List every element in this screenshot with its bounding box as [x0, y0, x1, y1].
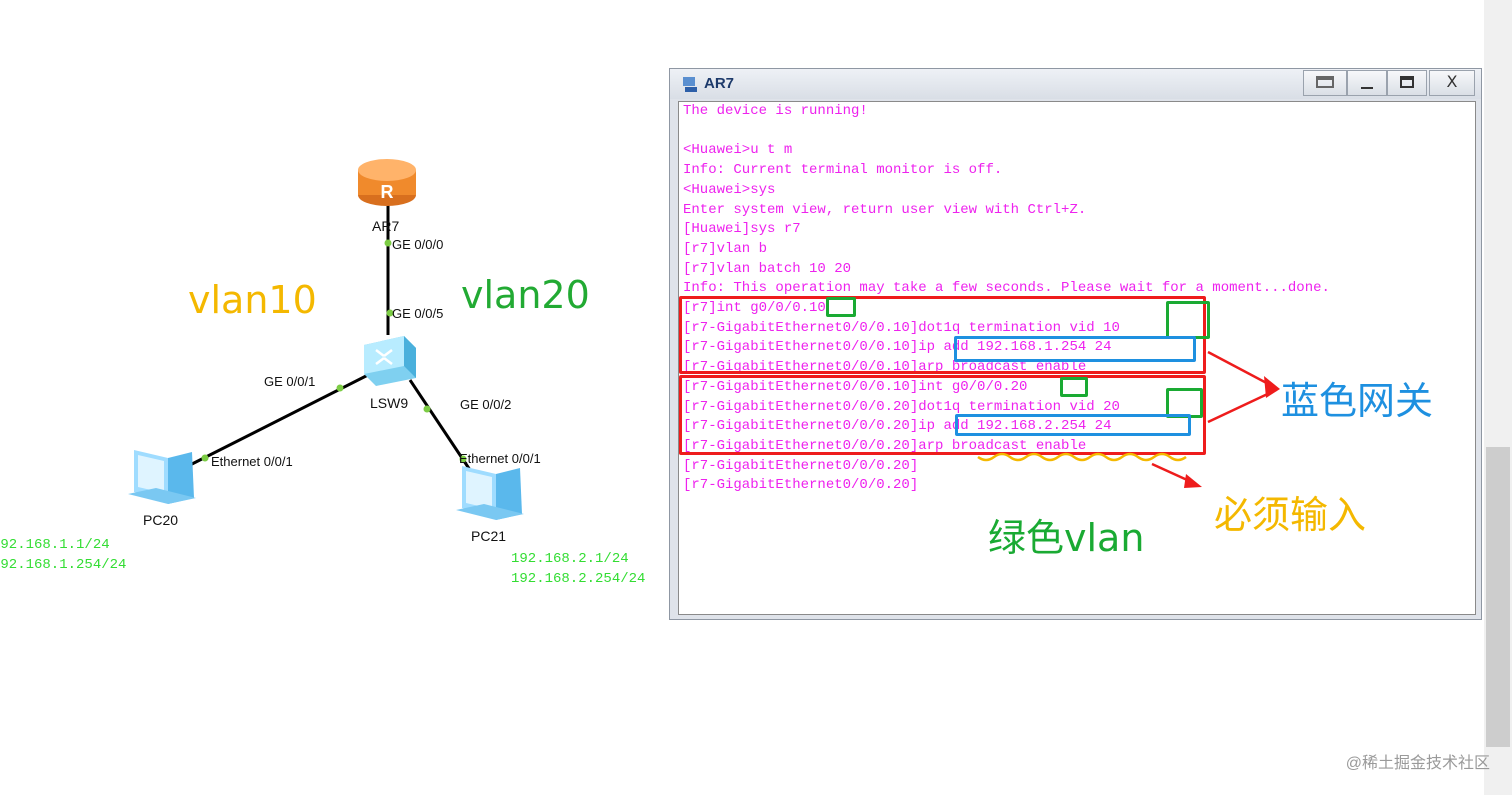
terminal-line: [r7-GigabitEthernet0/0/0.20]arp broadcas… — [683, 437, 1087, 454]
scrollbar-thumb[interactable] — [1486, 447, 1510, 747]
close-icon: X — [1446, 72, 1458, 91]
highlight-gateway-10 — [954, 336, 1196, 362]
minimize-icon — [1361, 87, 1373, 89]
pc-icon[interactable] — [456, 466, 524, 520]
minimize-button[interactable] — [1347, 70, 1387, 96]
annotation-green-vlan: 绿色vlan — [988, 516, 1145, 560]
window-title: AR7 — [704, 75, 735, 92]
terminal-line: [r7-GigabitEthernet0/0/0.20]ip add 192.1… — [683, 418, 1112, 435]
watermark: @稀土掘金技术社区 — [1345, 755, 1490, 772]
port-dot — [459, 455, 467, 463]
port-dot — [336, 384, 344, 392]
terminal-line: [Huawei]sys r7 — [683, 221, 801, 238]
router-name: AR7 — [372, 218, 400, 234]
highlight-vlan-10-int — [826, 297, 856, 317]
terminal-window: AR7 X The device is running! <Huawei>u t… — [669, 68, 1482, 620]
terminal-line: <Huawei>sys — [683, 181, 776, 198]
terminal-line: [r7-GigabitEthernet0/0/0.20] — [683, 457, 919, 474]
terminal-output[interactable]: The device is running! <Huawei>u t m Info… — [678, 101, 1476, 615]
port-label-router: GE 0/0/0 — [392, 237, 444, 252]
link-switch-pc21 — [408, 379, 472, 471]
vlan10-label: vlan10 — [188, 278, 317, 322]
arrow-line — [1207, 388, 1277, 424]
pc20-gateway: 192.168.1.254/24 — [0, 557, 127, 573]
annotation-blue-gateway: 蓝色网关 — [1281, 379, 1434, 423]
annotation-must-input: 必须输入 — [1214, 493, 1367, 537]
pc21-ip: 192.168.2.1/24 — [511, 551, 629, 567]
restore-button[interactable] — [1303, 70, 1347, 96]
maximize-button[interactable] — [1387, 70, 1427, 96]
pc21-name: PC21 — [471, 528, 507, 544]
pc20-ip: 192.168.1.1/24 — [0, 537, 110, 553]
pc20-name: PC20 — [143, 512, 179, 528]
highlight-subif-10 — [679, 296, 1206, 374]
terminal-line: [r7-GigabitEthernet0/0/0.10]dot1q termin… — [683, 319, 1120, 336]
terminal-line: [r7-GigabitEthernet0/0/0.10]ip add 192.1… — [683, 339, 1112, 356]
terminal-line: Info: Current terminal monitor is off. — [683, 162, 1003, 179]
annotation-arrows — [977, 350, 1280, 488]
terminal-line: Info: This operation may take a few seco… — [683, 280, 1330, 297]
port-dot — [384, 239, 392, 247]
terminal-line: <Huawei>u t m — [683, 142, 793, 159]
window-titlebar[interactable]: AR7 X — [670, 69, 1481, 99]
port-label-pc21: Ethernet 0/0/1 — [459, 451, 541, 466]
arrowhead — [1184, 474, 1202, 488]
pc21-gateway: 192.168.2.254/24 — [511, 571, 646, 587]
switch-name: LSW9 — [370, 395, 409, 411]
terminal-line: [r7-GigabitEthernet0/0/0.20]dot1q termin… — [683, 398, 1120, 415]
restore-icon — [1316, 76, 1334, 88]
port-label-switch-up: GE 0/0/5 — [392, 306, 444, 321]
port-label-switch-left: GE 0/0/1 — [264, 374, 316, 389]
vlan20-label: vlan20 — [461, 273, 590, 317]
terminal-line — [683, 122, 1330, 142]
console-icon — [683, 77, 697, 92]
switch-icon[interactable] — [364, 336, 416, 386]
port-label-switch-right: GE 0/0/2 — [460, 397, 512, 412]
highlight-vlan-20-int — [1060, 377, 1088, 397]
port-dot — [386, 309, 394, 317]
terminal-line: [r7-GigabitEthernet0/0/0.10]int g0/0/0.2… — [683, 378, 1028, 395]
close-button[interactable]: X — [1429, 70, 1475, 96]
arrowhead — [1264, 376, 1280, 398]
port-dot — [423, 405, 431, 413]
terminal-line: [r7]vlan b — [683, 240, 768, 257]
highlight-subif-20 — [679, 375, 1206, 455]
terminal-line: The device is running! — [683, 103, 868, 119]
port-dot — [201, 454, 209, 462]
pc-icon[interactable] — [128, 450, 196, 504]
port-label-pc20: Ethernet 0/0/1 — [211, 454, 293, 469]
terminal-line: [r7-GigabitEthernet0/0/0.20] — [683, 477, 919, 494]
svg-text:R: R — [381, 182, 394, 202]
topology-canvas: R — [128, 159, 524, 520]
highlight-vlan-10-vid — [1166, 301, 1210, 339]
maximize-icon — [1400, 76, 1414, 88]
terminal-line: [r7]vlan batch 10 20 — [683, 260, 852, 277]
terminal-line: Enter system view, return user view with… — [683, 201, 1087, 218]
terminal-line: [r7]int g0/0/0.10 — [683, 300, 826, 317]
highlight-gateway-20 — [955, 414, 1191, 436]
underline-squiggle — [977, 452, 1187, 462]
router-icon[interactable]: R — [358, 159, 416, 206]
